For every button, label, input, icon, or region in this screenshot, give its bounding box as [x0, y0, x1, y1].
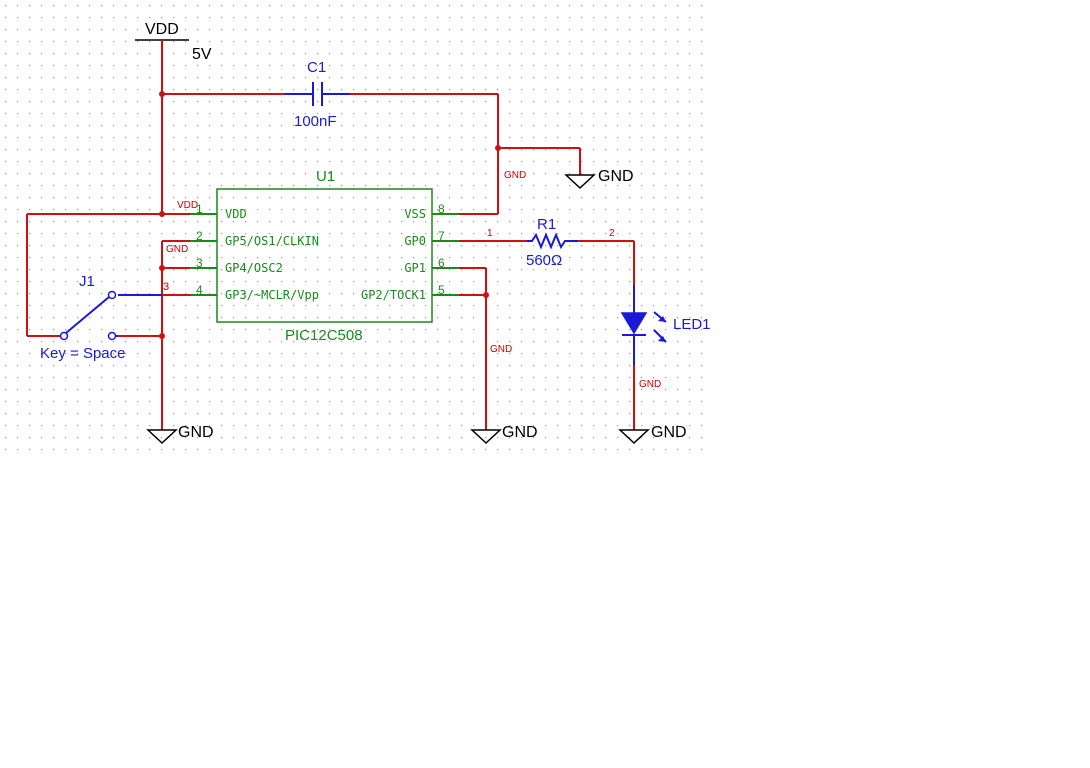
pin-name-gp4: GP4/OSC2	[225, 261, 283, 275]
vdd-value: 5V	[192, 46, 212, 63]
net-label-gnd-vss: GND	[504, 170, 526, 181]
net-label-gnd-gp1: GND	[490, 344, 512, 355]
pin-num-4: 4	[196, 283, 203, 297]
r1-pin1: 1	[487, 228, 493, 239]
vss-net[interactable]: GND	[432, 94, 581, 215]
net-label-gnd-led: GND	[639, 379, 661, 390]
c1-value: 100nF	[294, 113, 337, 130]
gnd-label-top-right: GND	[598, 168, 634, 185]
resistor-r1[interactable]: R1 560Ω	[526, 216, 578, 269]
switch-pin-label: 3	[163, 281, 169, 293]
ic-ref: U1	[316, 168, 335, 185]
r1-led-net[interactable]: 2	[578, 228, 635, 285]
c1-ref: C1	[307, 59, 326, 76]
r1-value: 560Ω	[526, 252, 562, 269]
pin-name-gp2: GP2/TOCK1	[361, 288, 426, 302]
net-label-gnd-gp5: GND	[166, 244, 188, 255]
pin-name-gp5: GP5/OS1/CLKIN	[225, 234, 319, 248]
r1-ref: R1	[537, 216, 556, 233]
gnd-label-bottom-left: GND	[178, 424, 214, 441]
switch-key: Key = Space	[40, 345, 125, 362]
pin-num-3: 3	[196, 256, 203, 270]
led-gnd-net[interactable]: GND	[633, 365, 661, 430]
pin-num-8: 8	[438, 202, 445, 216]
pin-name-vdd: VDD	[225, 207, 247, 221]
switch-ref: J1	[79, 273, 95, 290]
pin-name-vss: VSS	[404, 207, 426, 221]
pin-num-7: 7	[438, 229, 445, 243]
pin-num-6: 6	[438, 256, 445, 270]
pin-num-1: 1	[196, 202, 203, 216]
gnd-label-bottom-middle: GND	[502, 424, 538, 441]
r1-pin2: 2	[609, 228, 615, 239]
led-ref: LED1	[673, 316, 711, 333]
switch-j1[interactable]: J1 Key = Space	[40, 273, 162, 362]
gnd-symbol-bottom-right[interactable]: GND	[618, 424, 687, 445]
vdd-supply[interactable]: VDD 5V	[135, 21, 212, 214]
led-1[interactable]: LED1	[620, 285, 711, 365]
net-label-vdd: VDD	[177, 200, 198, 211]
pin-name-gp1: GP1	[404, 261, 426, 275]
gnd-symbol-bottom-middle[interactable]: GND	[470, 424, 538, 445]
vdd-label: VDD	[145, 21, 179, 38]
ic-part: PIC12C508	[285, 327, 363, 344]
capacitor-c1[interactable]: C1 100nF	[162, 59, 498, 130]
ic-u1[interactable]: U1 PIC12C508 1 2 3 4 8 7 6 5 VDD GP5/OS1…	[190, 168, 459, 344]
gp0-net[interactable]: 1	[459, 228, 527, 242]
pin-num-5: 5	[438, 283, 445, 297]
vdd-net-left[interactable]: VDD	[26, 200, 198, 337]
pin-num-2: 2	[196, 229, 203, 243]
gnd-label-bottom-right: GND	[651, 424, 687, 441]
ic-body	[216, 188, 433, 323]
gnd-symbol-top-right[interactable]: GND	[564, 168, 634, 190]
pin-name-gp3: GP3/~MCLR/Vpp	[225, 288, 319, 302]
junctions	[159, 91, 501, 339]
pin-name-gp0: GP0	[404, 234, 426, 248]
gnd-symbol-bottom-left[interactable]: GND	[146, 424, 214, 445]
grid-area	[0, 0, 710, 455]
